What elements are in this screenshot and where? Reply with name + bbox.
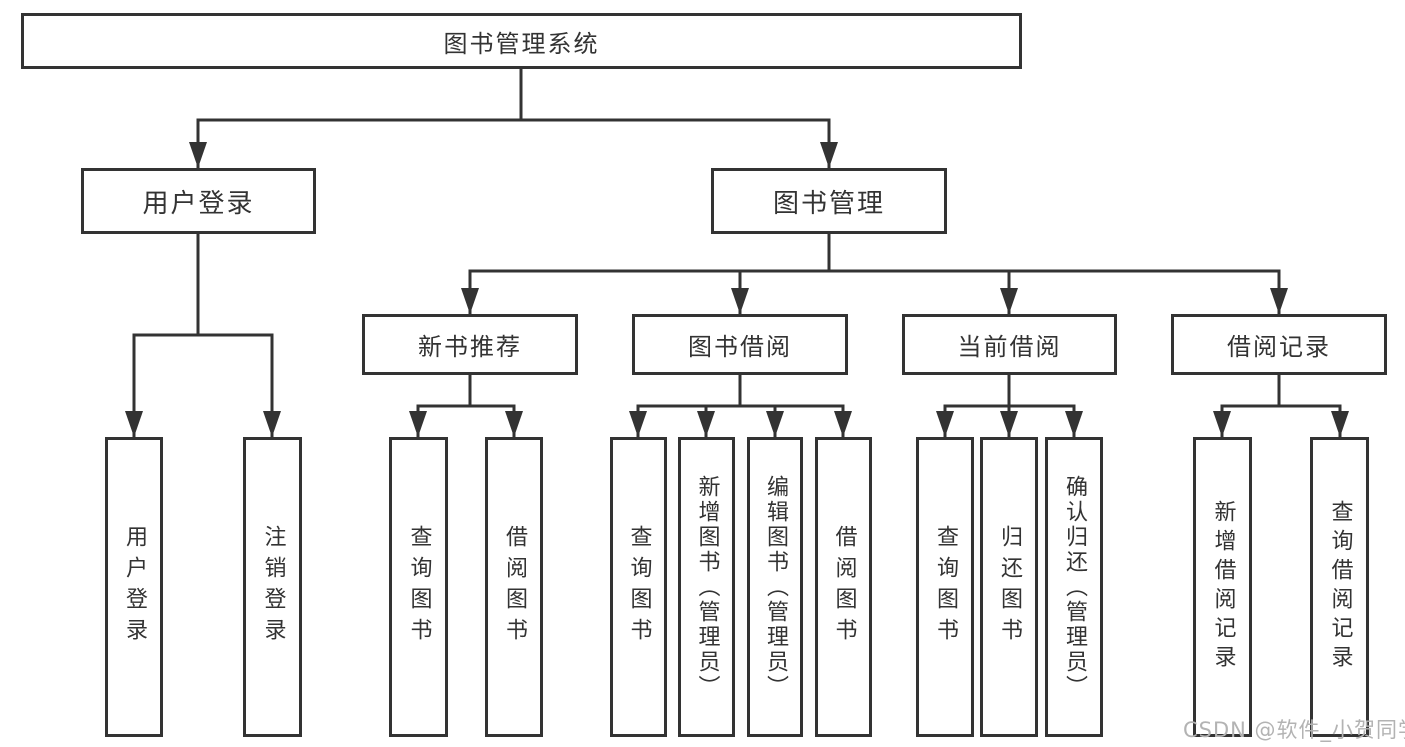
- node-leaf-return-books: 归还图书: [980, 437, 1038, 737]
- connector-user-login: [125, 232, 281, 439]
- connector-book-management: [461, 232, 1288, 316]
- node-user-login: 用户登录: [81, 168, 316, 234]
- node-label: 新增图书（管理员）: [694, 474, 720, 700]
- node-leaf-query-books-1: 查询图书: [389, 437, 448, 737]
- node-leaf-logout: 注销登录: [243, 437, 302, 737]
- node-label: 查询图书: [626, 525, 652, 649]
- node-label: 查询图书: [406, 525, 432, 649]
- node-label: 图书借阅: [688, 333, 792, 361]
- node-leaf-query-borrow-record: 查询借阅记录: [1310, 437, 1369, 737]
- connector-root: [189, 67, 838, 170]
- node-leaf-query-books-3: 查询图书: [916, 437, 974, 737]
- node-leaf-edit-books-admin: 编辑图书（管理员）: [747, 437, 803, 737]
- node-label: 借阅图书: [502, 525, 527, 649]
- node-label: 当前借阅: [957, 333, 1062, 361]
- node-label: 图书管理: [772, 188, 885, 219]
- node-label: 查询图书: [933, 525, 958, 649]
- node-label: 借阅记录: [1227, 333, 1331, 361]
- node-label: 新书推荐: [418, 333, 522, 361]
- node-label: 查询借阅记录: [1327, 500, 1353, 674]
- node-current-borrow: 当前借阅: [902, 314, 1117, 375]
- node-new-book-recommend: 新书推荐: [362, 314, 578, 375]
- node-label: 注销登录: [260, 525, 286, 649]
- node-root-library-system: 图书管理系统: [21, 13, 1022, 69]
- connector-current-borrow: [936, 373, 1083, 439]
- node-label: 归还图书: [997, 525, 1022, 649]
- connector-new-book-recommend: [409, 373, 523, 439]
- node-label: 新增借阅记录: [1210, 500, 1236, 674]
- node-leaf-confirm-return-admin: 确认归还（管理员）: [1045, 437, 1103, 737]
- connector-book-borrow: [629, 373, 852, 439]
- node-leaf-borrow-books-1: 借阅图书: [485, 437, 543, 737]
- node-leaf-borrow-books-2: 借阅图书: [815, 437, 872, 737]
- node-label: 用户登录: [122, 525, 147, 649]
- connector-borrow-records: [1213, 373, 1349, 439]
- node-leaf-query-books-2: 查询图书: [610, 437, 667, 737]
- node-label: 借阅图书: [831, 525, 857, 649]
- node-label: 编辑图书（管理员）: [763, 474, 788, 700]
- node-borrow-records: 借阅记录: [1171, 314, 1387, 375]
- node-leaf-user-login: 用户登录: [105, 437, 163, 737]
- node-leaf-add-books-admin: 新增图书（管理员）: [678, 437, 735, 737]
- node-leaf-add-borrow-record: 新增借阅记录: [1193, 437, 1252, 737]
- node-label: 用户登录: [142, 188, 255, 219]
- node-label: 确认归还（管理员）: [1062, 474, 1087, 700]
- node-label: 图书管理系统: [443, 29, 600, 58]
- csdn-watermark: CSDN @软件_小贺同学: [1183, 718, 1405, 742]
- node-book-borrow: 图书借阅: [632, 314, 848, 375]
- node-book-management: 图书管理: [711, 168, 947, 234]
